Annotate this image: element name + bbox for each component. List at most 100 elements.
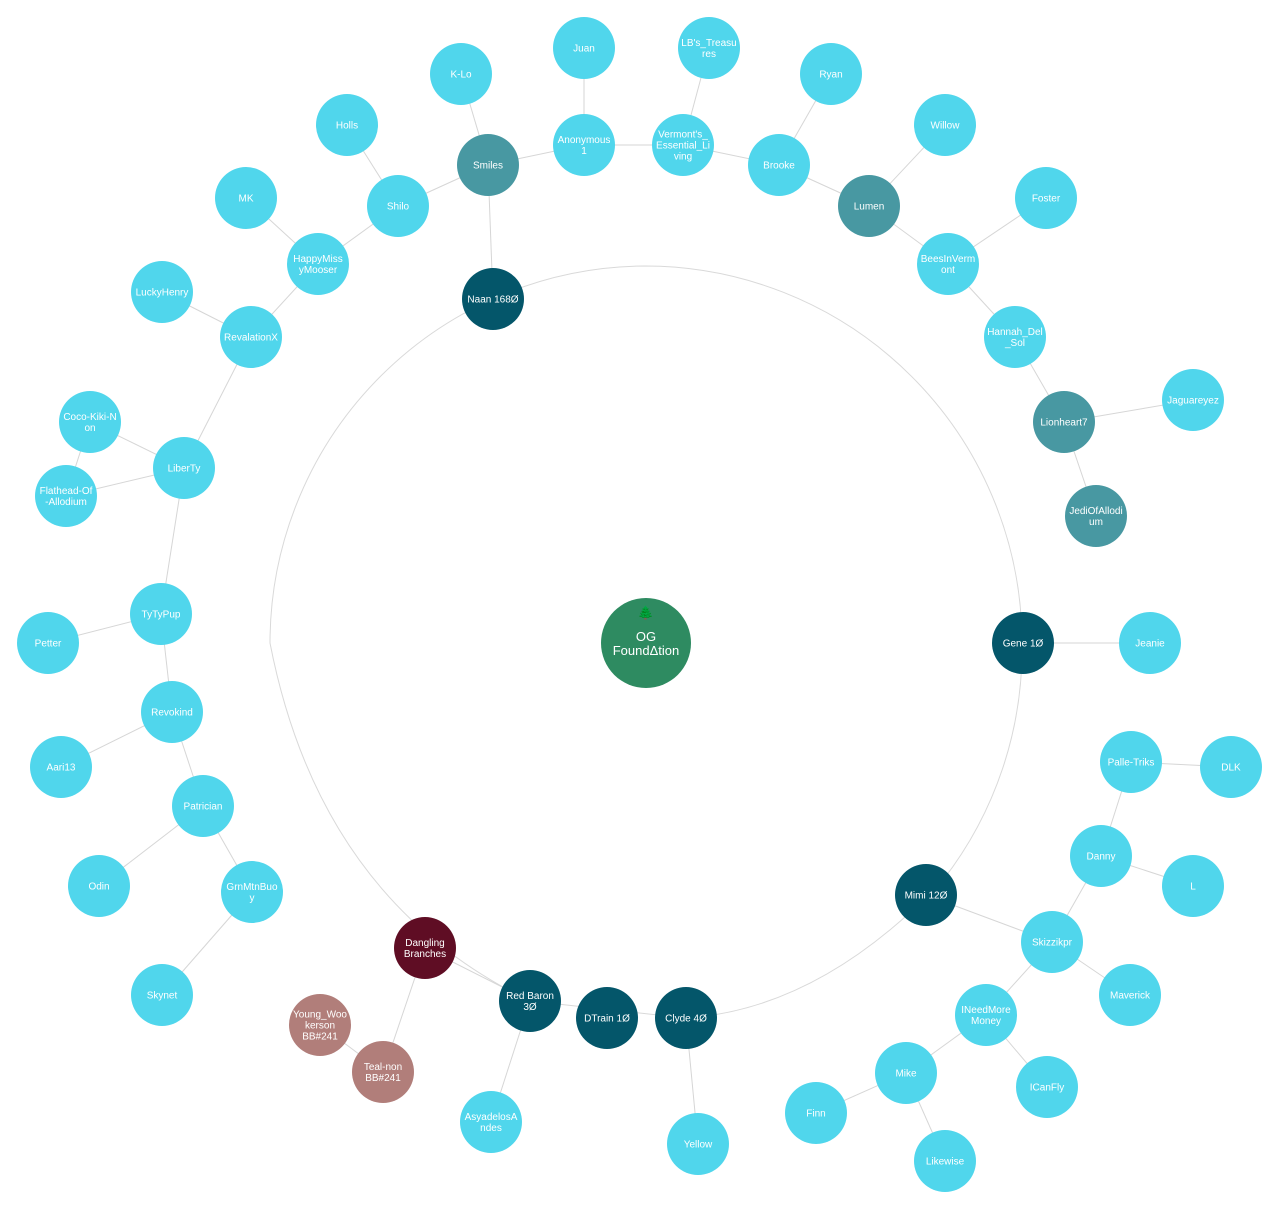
node-circle — [992, 612, 1054, 674]
node-brooke[interactable]: Brooke — [748, 134, 810, 196]
node-clyde[interactable]: Clyde 4Ø — [655, 987, 717, 1049]
node-circle — [800, 43, 862, 105]
node-circle — [1016, 1056, 1078, 1118]
node-naan[interactable]: Naan 168Ø — [462, 268, 524, 330]
node-label-line: Jeanie — [1135, 639, 1165, 650]
node-odin[interactable]: Odin — [68, 855, 130, 917]
node-label-line: yMooser — [299, 265, 338, 276]
node-circle — [153, 437, 215, 499]
node-circle — [394, 917, 456, 979]
node-label-line: on — [84, 423, 95, 434]
node-kl[interactable]: K-Lo — [430, 43, 492, 105]
node-ryan[interactable]: Ryan — [800, 43, 862, 105]
node-juan[interactable]: Juan — [553, 17, 615, 79]
node-label-line: ont — [941, 265, 955, 276]
node-l[interactable]: L — [1162, 855, 1224, 917]
node-circle — [460, 1091, 522, 1153]
node-circle — [955, 984, 1017, 1046]
node-skizz[interactable]: Skizzikpr — [1021, 911, 1083, 973]
node-yellow[interactable]: Yellow — [667, 1113, 729, 1175]
node-circle — [289, 994, 351, 1056]
node-dlk[interactable]: DLK — [1200, 736, 1262, 798]
node-flathead[interactable]: Flathead-Of-Allodium — [35, 465, 97, 527]
node-circle — [652, 114, 714, 176]
node-label-line: um — [1089, 517, 1103, 528]
node-coco[interactable]: Coco-Kiki-Non — [59, 391, 121, 453]
node-liberty[interactable]: LiberTy — [153, 437, 215, 499]
node-label-line: Vermont's_ — [658, 130, 708, 141]
node-danny[interactable]: Danny — [1070, 825, 1132, 887]
node-revx[interactable]: RevalationX — [220, 306, 282, 368]
node-mike[interactable]: Mike — [875, 1042, 937, 1104]
node-skynet[interactable]: Skynet — [131, 964, 193, 1026]
node-label-line: Danny — [1087, 852, 1116, 863]
node-smiles[interactable]: Smiles — [457, 134, 519, 196]
node-label-line: Essential_Li — [656, 141, 710, 152]
node-label-line: ving — [674, 152, 692, 163]
node-icanfly[interactable]: ICanFly — [1016, 1056, 1078, 1118]
node-revokind[interactable]: Revokind — [141, 681, 203, 743]
node-label-line: Skynet — [147, 991, 178, 1002]
node-likewise[interactable]: Likewise — [914, 1130, 976, 1192]
node-label-line: Branches — [404, 949, 446, 960]
node-lumen[interactable]: Lumen — [838, 175, 900, 237]
root-circle — [601, 598, 691, 688]
node-label-line: kerson — [305, 1021, 335, 1032]
node-label-line: Finn — [806, 1109, 825, 1120]
node-label-line: Shilo — [387, 202, 410, 213]
node-shilo[interactable]: Shilo — [367, 175, 429, 237]
node-circle — [1100, 731, 1162, 793]
node-jeanie[interactable]: Jeanie — [1119, 612, 1181, 674]
node-label-line: MK — [239, 194, 254, 205]
node-circle — [785, 1082, 847, 1144]
node-maverick[interactable]: Maverick — [1099, 964, 1161, 1026]
node-dtrain[interactable]: DTrain 1Ø — [576, 987, 638, 1049]
node-label-line: TyTyPup — [142, 610, 181, 621]
node-petter[interactable]: Petter — [17, 612, 79, 674]
node-mimi[interactable]: Mimi 12Ø — [895, 864, 957, 926]
node-label-line: -Allodium — [45, 497, 87, 508]
node-circle — [30, 736, 92, 798]
node-label-line: JediOfAllodi — [1069, 506, 1122, 517]
node-tyty[interactable]: TyTyPup — [130, 583, 192, 645]
node-label-line: Jaguareyez — [1167, 396, 1219, 407]
node-circle — [667, 1113, 729, 1175]
node-finn[interactable]: Finn — [785, 1082, 847, 1144]
node-patrician[interactable]: Patrician — [172, 775, 234, 837]
node-label-line: _Sol — [1004, 338, 1025, 349]
node-mk[interactable]: MK — [215, 167, 277, 229]
node-lionheart[interactable]: Lionheart7 — [1033, 391, 1095, 453]
node-circle — [430, 43, 492, 105]
node-circle — [1015, 167, 1077, 229]
node-circle — [984, 306, 1046, 368]
node-lucky[interactable]: LuckyHenry — [131, 261, 193, 323]
node-layer: Naan 168Ø Gene 1Ø Mimi 12Ø Clyde 4Ø DTrain 1… — [17, 17, 1262, 1192]
node-willow[interactable]: Willow — [914, 94, 976, 156]
node-aari[interactable]: Aari13 — [30, 736, 92, 798]
node-label-line: Holls — [336, 121, 358, 132]
node-holls[interactable]: Holls — [316, 94, 378, 156]
node-palle[interactable]: Palle-Triks — [1100, 731, 1162, 793]
node-foster[interactable]: Foster — [1015, 167, 1077, 229]
node-jaguar[interactable]: Jaguareyez — [1162, 369, 1224, 431]
node-label-line: Mimi 12Ø — [905, 891, 948, 902]
node-circle — [914, 94, 976, 156]
node-circle — [131, 964, 193, 1026]
node-gene[interactable]: Gene 1Ø — [992, 612, 1054, 674]
node-label-line: HappyMiss — [293, 254, 342, 265]
node-hannah[interactable]: Hannah_Del_Sol — [984, 306, 1046, 368]
